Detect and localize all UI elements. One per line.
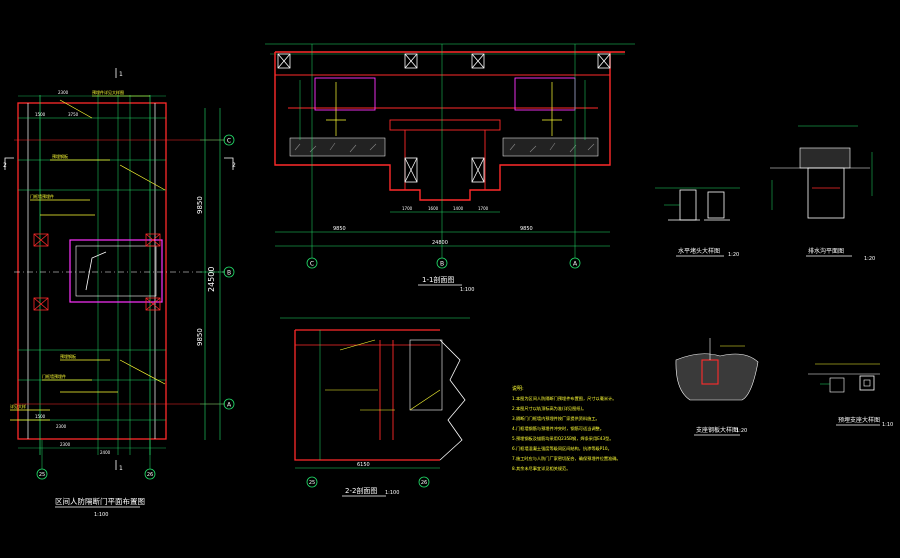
plan-axis-b: B xyxy=(227,270,231,277)
plan-scale: 1:100 xyxy=(94,512,108,518)
sec22-axis-25: 25 xyxy=(309,480,315,486)
plan-view: 预埋件详见大样图 预埋钢板 门框墙预埋件 预埋钢板 门框墙预埋件 详见大样 98… xyxy=(3,68,236,518)
sec11-total-dim: 24800 xyxy=(432,240,448,246)
plan-section-mark-2-right: 2 xyxy=(232,162,236,169)
sec11-detail-dim-3: 1400 xyxy=(453,206,464,211)
plan-bottom-dim-2: 1500 xyxy=(35,414,46,419)
plate-scale: 1:10 xyxy=(882,422,893,428)
detail-plate: 预埋支座大样图 1:10 xyxy=(808,363,893,428)
svg-text:预埋件详见大样图: 预埋件详见大样图 xyxy=(92,89,124,95)
water-stop-scale: 1:20 xyxy=(728,252,739,258)
sec11-sub-dim-1: 9850 xyxy=(333,226,346,232)
plan-axis-c: C xyxy=(227,138,231,145)
sec11-detail-dim-1: 1700 xyxy=(402,206,413,211)
plan-top-dim-2: 1500 xyxy=(35,112,46,117)
plan-top-dim-3: 3750 xyxy=(68,112,79,117)
note-line-5: 5.预埋钢板及锚筋均采用Q235B钢，焊条采用E43型。 xyxy=(512,435,614,442)
detail-water-stop: 水平堵头大样图 1:20 xyxy=(655,187,740,258)
note-line-7: 7.施工时应与人防门厂家密切配合，确保预埋件位置准确。 xyxy=(512,455,621,462)
plan-dim-right-3: 9850 xyxy=(196,328,204,346)
sec22-axis-26: 26 xyxy=(421,480,427,486)
sec22-dim: 6150 xyxy=(357,462,370,468)
sec11-detail-dim-4: 1700 xyxy=(478,206,489,211)
sec11-sub-dim-2: 9850 xyxy=(520,226,533,232)
plan-dim-right-2: 24500 xyxy=(207,267,216,292)
sec11-axis-a: A xyxy=(573,261,578,268)
plan-top-dim-1: 2300 xyxy=(58,90,69,95)
plan-axis-25: 25 xyxy=(39,472,45,478)
drain-title: 排水沟平面图 xyxy=(808,247,844,255)
plan-section-mark-1-top: 1 xyxy=(119,71,123,78)
sec22-scale: 1:100 xyxy=(385,490,399,496)
note-line-4: 4.门框墙钢筋与预埋件冲突时，钢筋可适当调整。 xyxy=(512,425,604,432)
plan-bottom-dim-3: 2300 xyxy=(56,424,67,429)
general-notes: 说明: 1.本图为区间人防隔断门预埋件布置图，尺寸以毫米计。 2.本图尺寸以轨顶… xyxy=(512,385,621,472)
support-scale: 1:20 xyxy=(736,428,747,434)
detail-support: 支座钢板大样图 1:20 xyxy=(675,338,759,436)
svg-text:预埋钢板: 预埋钢板 xyxy=(52,153,68,159)
section-1-1: 9850 9850 24800 1700 1600 1400 1700 C B … xyxy=(265,43,635,293)
plan-section-mark-2-left: 2 xyxy=(3,162,7,169)
plan-axis-26: 26 xyxy=(147,472,153,478)
svg-text:门框墙预埋件: 门框墙预埋件 xyxy=(30,193,54,199)
sec11-axis-c: C xyxy=(310,261,314,268)
plan-dim-right-1: 9850 xyxy=(196,196,204,214)
plan-section-mark-1-bottom: 1 xyxy=(119,465,123,472)
drain-scale: 1:20 xyxy=(864,256,875,262)
section-2-2: 6150 25 26 2-2剖面图 1:100 xyxy=(280,317,470,497)
sec11-title: 1-1剖面图 xyxy=(422,275,454,284)
sec11-detail-dim-2: 1600 xyxy=(428,206,439,211)
support-title: 支座钢板大样图 xyxy=(696,426,738,434)
notes-heading: 说明: xyxy=(512,385,524,392)
note-line-3: 3.隔断门门框墙内预埋件按厂家提供资料施工。 xyxy=(512,415,600,422)
svg-text:门框墙预埋件: 门框墙预埋件 xyxy=(42,373,66,379)
detail-drain: 排水沟平面图 1:20 xyxy=(770,125,875,262)
note-line-8: 8.其余未尽事宜详见相关规范。 xyxy=(512,465,570,472)
plan-bottom-dim-1: 2300 xyxy=(60,442,71,447)
sec11-axis-b: B xyxy=(440,261,444,268)
note-line-1: 1.本图为区间人防隔断门预埋件布置图，尺寸以毫米计。 xyxy=(512,395,617,402)
plan-title: 区间人防隔断门平面布置图 xyxy=(55,496,145,506)
plan-axis-a: A xyxy=(227,402,232,409)
sec11-scale: 1:100 xyxy=(460,287,474,293)
svg-text:预埋钢板: 预埋钢板 xyxy=(60,353,76,359)
note-line-2: 2.本图尺寸以轨顶标高为准(详见图纸)。 xyxy=(512,405,586,412)
plate-title: 预埋支座大样图 xyxy=(838,416,880,424)
sec22-title: 2-2剖面图 xyxy=(345,486,377,495)
svg-text:详见大样: 详见大样 xyxy=(10,403,26,409)
plan-bottom-dim-4: 2400 xyxy=(100,450,111,455)
note-line-6: 6.门框墙混凝土强度等级同区间结构，抗渗等级P10。 xyxy=(512,445,612,452)
water-stop-title: 水平堵头大样图 xyxy=(678,247,720,255)
